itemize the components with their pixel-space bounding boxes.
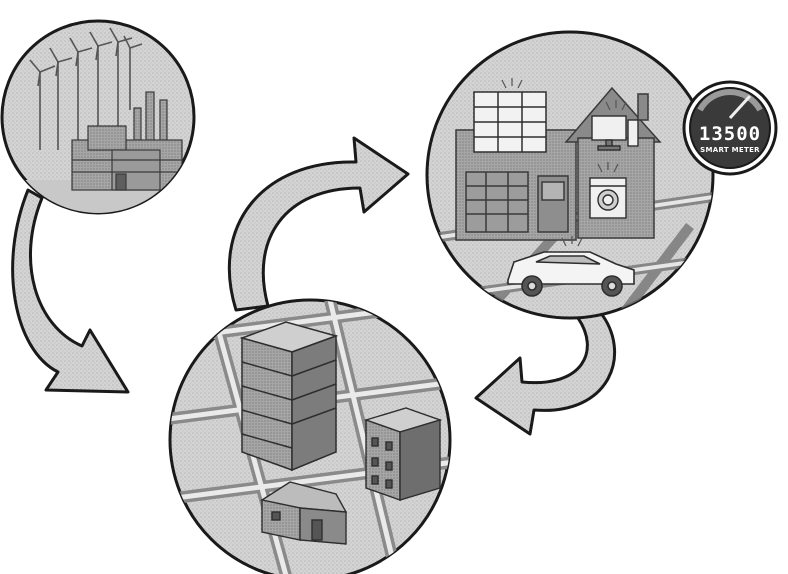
smart-meter-icon: 13500 SMART METER [682,80,778,176]
solar-panel-icon [473,78,547,153]
small-house-icon [260,481,348,545]
smart-home-circle [425,30,715,320]
city-grid-circle [168,298,452,574]
curved-arrow-icon [11,188,130,394]
apartment-building-icon [363,407,443,501]
power-plant-icon [71,91,183,191]
computer-icon [591,100,639,151]
office-tower-icon [239,321,339,472]
meter-label: SMART METER [700,146,760,154]
meter-reading: 13500 [699,123,761,145]
washing-machine-icon [589,162,627,219]
curved-arrow-icon [227,136,410,312]
curved-arrow-icon [474,310,616,436]
electric-car-icon [507,236,635,297]
